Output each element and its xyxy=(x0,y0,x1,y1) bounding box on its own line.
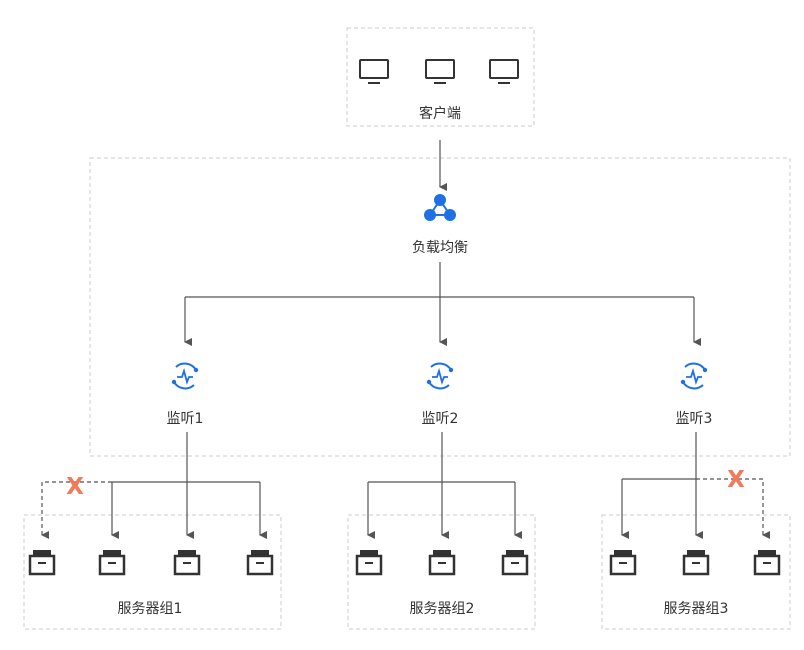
server-icon xyxy=(28,550,56,576)
group-1-failed-link xyxy=(41,481,112,539)
group-3-failed-link xyxy=(696,478,770,539)
server-icon xyxy=(355,550,383,576)
server-icon xyxy=(428,550,456,576)
server-group-box-1 xyxy=(23,514,282,630)
listener-label-2: 监听2 xyxy=(422,411,459,427)
server-icon xyxy=(753,550,781,576)
client-label: 客户端 xyxy=(419,105,461,122)
fail-mark: X xyxy=(727,467,745,493)
listener-label-1: 监听1 xyxy=(167,411,204,427)
server-icon xyxy=(609,550,637,576)
server-icon xyxy=(173,550,201,576)
server-icon xyxy=(682,550,710,576)
server-icon xyxy=(98,550,126,576)
server-icon xyxy=(501,550,529,576)
listener-label-3: 监听3 xyxy=(676,411,713,427)
load-balancer-label: 负载均衡 xyxy=(412,240,468,256)
server-group-label-3: 服务器组3 xyxy=(664,601,729,617)
server-group-label-1: 服务器组1 xyxy=(118,601,183,617)
server-icon xyxy=(246,550,274,576)
listener-icon xyxy=(426,362,454,390)
listener-icon xyxy=(171,362,199,390)
load-balancer-icon xyxy=(424,194,456,221)
server-group-label-2: 服务器组2 xyxy=(410,601,475,617)
monitor-icon xyxy=(425,59,455,84)
fail-mark: X xyxy=(66,474,84,500)
listener-icon xyxy=(680,362,708,390)
monitor-icon xyxy=(489,59,519,84)
monitor-icon xyxy=(359,59,389,84)
client-box xyxy=(346,27,535,127)
